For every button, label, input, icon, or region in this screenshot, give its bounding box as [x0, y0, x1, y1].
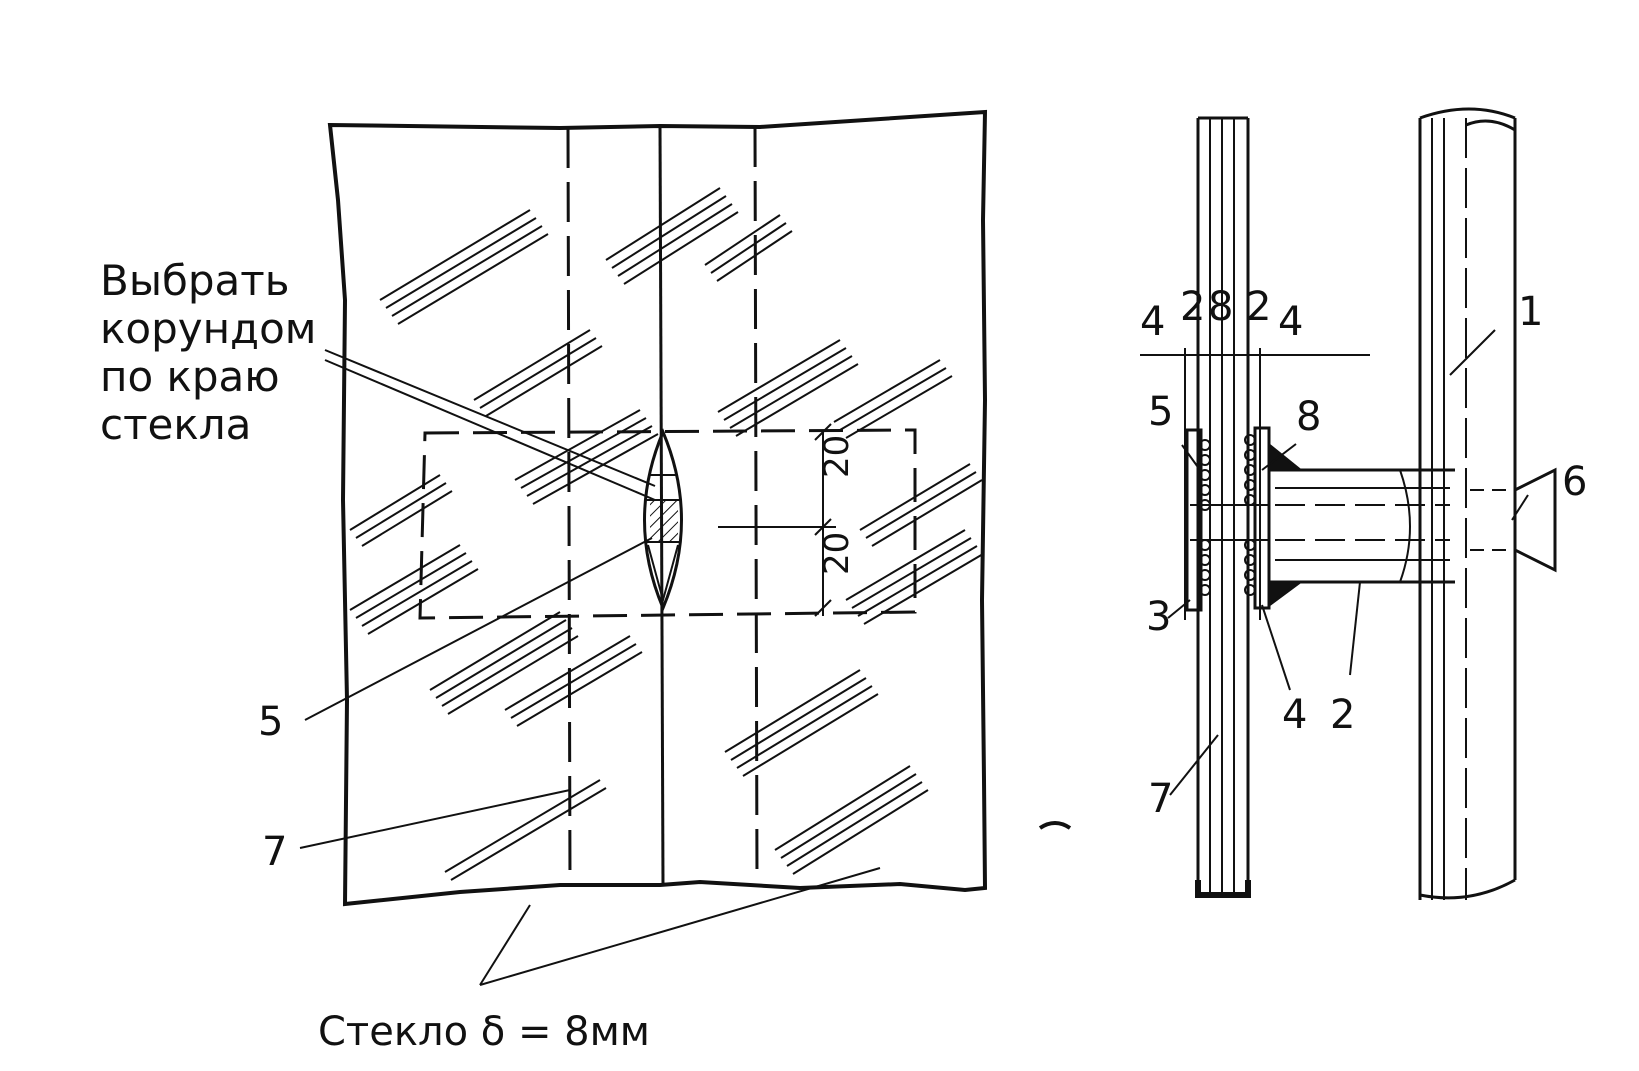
fitting-outline-dashed	[418, 428, 917, 620]
leader-lines-right	[1167, 329, 1529, 796]
weld-fillet-bottom	[1267, 580, 1305, 608]
support-post-tube	[1418, 107, 1517, 900]
leader-lines-left	[299, 349, 881, 986]
note-line-2: корундом	[100, 304, 316, 353]
dimension-20-lower: 20	[817, 532, 857, 575]
callout-5-left: 5	[258, 699, 283, 745]
section-dim-4-right: 4	[1278, 299, 1303, 345]
section-dim-2-left: 2	[1180, 284, 1205, 330]
nut-cap	[1513, 467, 1557, 573]
note-line-4: стекла	[100, 400, 251, 449]
callout-3: 3	[1146, 594, 1171, 640]
right-view-annotations: 4 2 8 2 4 1 5 8 6 3 4 2 7	[1140, 284, 1587, 822]
connecting-rod	[1272, 468, 1455, 584]
callout-4: 4	[1282, 692, 1307, 738]
section-dim-8: 8	[1208, 284, 1233, 330]
callout-7-right: 7	[1148, 776, 1173, 822]
bolt-axis-left	[566, 127, 572, 886]
section-dim-2-right: 2	[1246, 284, 1271, 330]
callout-8: 8	[1296, 394, 1321, 440]
stray-mark	[1038, 821, 1072, 830]
left-view-annotations: Выбрать корундом по краю стекла 20 20 5 …	[100, 256, 857, 1055]
weld-fillet-top	[1267, 441, 1305, 472]
callout-6: 6	[1562, 459, 1587, 505]
glass-thickness-caption: Стекло δ = 8мм	[318, 1009, 650, 1055]
note-line-1: Выбрать	[100, 256, 290, 305]
glass-reflection-strokes	[349, 187, 984, 881]
callout-1: 1	[1518, 289, 1543, 335]
dimension-20-upper: 20	[817, 435, 857, 478]
edge-chip	[643, 428, 683, 612]
section-dim-4-left: 4	[1140, 299, 1165, 345]
outer-washer-right	[1253, 426, 1271, 610]
fitting-section-view	[1140, 107, 1557, 900]
note-line-3: по краю	[100, 352, 280, 401]
callout-2: 2	[1330, 692, 1355, 738]
callout-7-left: 7	[262, 829, 287, 875]
glass-sheet-outline	[327, 109, 988, 907]
callout-5-right: 5	[1148, 389, 1173, 435]
glass-sheet-section	[1195, 116, 1251, 898]
outer-washer-left	[1185, 428, 1203, 612]
glass-sheet-front-view	[327, 109, 988, 907]
